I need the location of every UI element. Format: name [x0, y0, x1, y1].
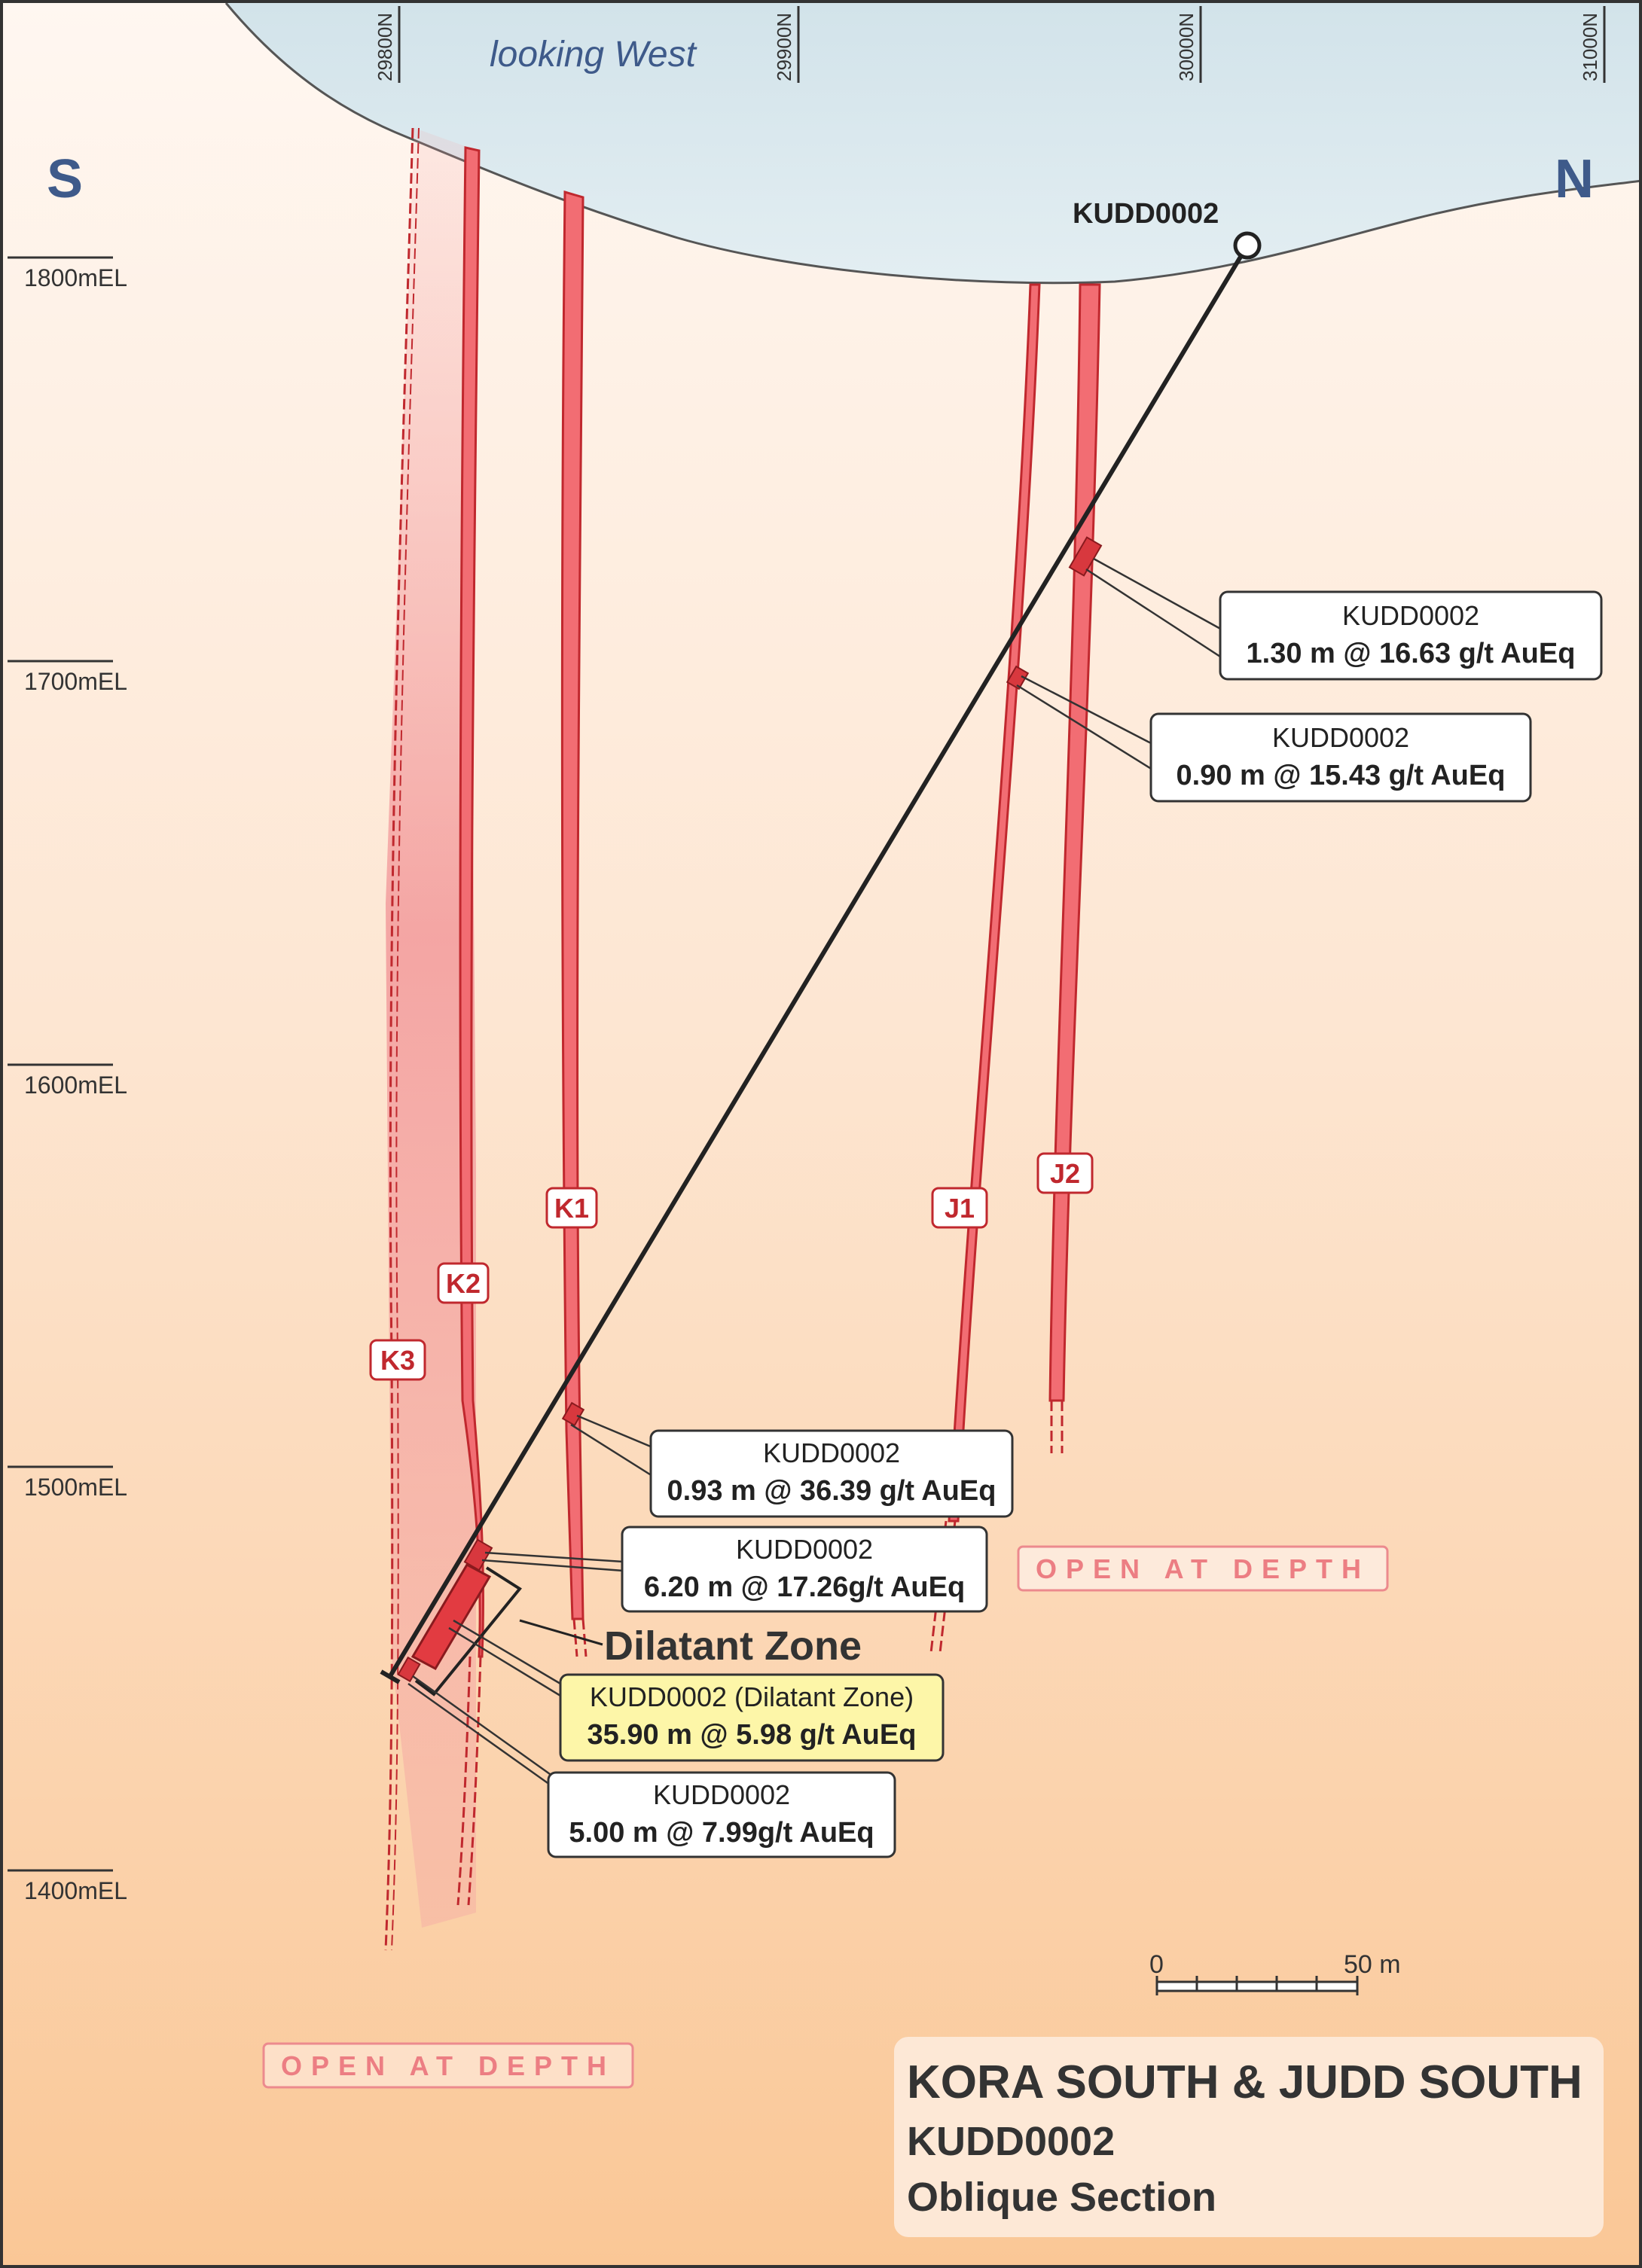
intercept-marker-1	[1068, 536, 1103, 577]
dilatant-zone-label: Dilatant Zone	[604, 1623, 862, 1669]
j2-vein-lower	[1050, 1401, 1064, 1453]
intercept-2-result: 0.90 m @ 15.43 g/t AuEq	[1177, 760, 1506, 791]
scale-bar-end: 50 m	[1344, 1950, 1401, 1979]
vein-label-j1-text: J1	[945, 1193, 975, 1224]
intercept-callout-4: KUDD0002 6.20 m @ 17.26g/t AuEq	[621, 1526, 988, 1613]
drill-hole-trace	[388, 244, 1250, 1678]
vein-label-k3: K3	[369, 1339, 426, 1381]
northing-label-30000: 30000N	[1175, 13, 1198, 81]
intercept-callout-5: KUDD0002 (Dilatant Zone) 35.90 m @ 5.98 …	[559, 1673, 945, 1762]
drill-hole-name: KUDD0002	[1073, 198, 1219, 230]
northing-ticks	[398, 6, 1606, 83]
intercept-3-hole: KUDD0002	[763, 1437, 900, 1468]
title-block	[894, 2037, 1604, 2237]
k3-vein-edge-right	[391, 127, 420, 1951]
scale-bar-start: 0	[1149, 1950, 1164, 1979]
open-at-depth-left-text: OPEN AT DEPTH	[281, 2050, 615, 2081]
k2-vein-lower-left	[456, 1656, 472, 1906]
intercept-marker-4	[463, 1538, 493, 1571]
vein-label-k1: K1	[545, 1187, 598, 1229]
intercept-marker-6	[397, 1656, 421, 1683]
intercept-callout-3: KUDD0002 0.93 m @ 36.39 g/t AuEq	[649, 1429, 1014, 1518]
k3-vein-edge-left	[384, 127, 414, 1951]
elevation-label-1600: 1600mEL	[24, 1072, 127, 1099]
elevation-ticks	[8, 256, 113, 1872]
vein-label-k1-text: K1	[554, 1193, 589, 1224]
intercept-callout-2: KUDD0002 0.90 m @ 15.43 g/t AuEq	[1149, 712, 1532, 803]
elevation-label-1700: 1700mEL	[24, 668, 127, 695]
intercept-1-result: 1.30 m @ 16.63 g/t AuEq	[1247, 638, 1576, 669]
vein-label-j2-text: J2	[1050, 1158, 1080, 1189]
open-at-depth-right-text: OPEN AT DEPTH	[1036, 1553, 1370, 1584]
intercept-2-hole: KUDD0002	[1272, 722, 1409, 753]
scale-bar	[1155, 1976, 1359, 1995]
south-label: S	[47, 149, 83, 209]
intercept-4-result: 6.20 m @ 17.26g/t AuEq	[644, 1571, 965, 1603]
north-label: N	[1555, 149, 1594, 209]
k2-vein-lower-right	[467, 1656, 482, 1906]
intercept-callout-6: KUDD0002 5.00 m @ 7.99g/t AuEq	[547, 1771, 896, 1858]
elevation-label-1400: 1400mEL	[24, 1877, 127, 1904]
sky-area	[226, 3, 1642, 283]
intercept-6-result: 5.00 m @ 7.99g/t AuEq	[569, 1817, 874, 1849]
drill-collar-icon[interactable]	[1233, 231, 1262, 260]
intercept-marker-2	[1006, 665, 1030, 690]
intercept-5-hole: KUDD0002 (Dilatant Zone)	[590, 1681, 914, 1712]
dilatant-zone-bracket	[414, 1566, 522, 1696]
dilatant-zone-interval	[410, 1563, 492, 1670]
title-line-1: KORA SOUTH & JUDD SOUTH	[907, 2056, 1582, 2108]
intercept-1-hole: KUDD0002	[1342, 600, 1479, 631]
open-at-depth-right: OPEN AT DEPTH	[1017, 1545, 1389, 1592]
vein-label-k3-text: K3	[380, 1345, 415, 1376]
intercept-6-hole: KUDD0002	[653, 1779, 790, 1810]
northing-label-31000: 31000N	[1579, 13, 1601, 81]
title-line-2: KUDD0002	[907, 2119, 1115, 2164]
vein-label-k2-text: K2	[446, 1268, 481, 1299]
northing-label-29800: 29800N	[374, 13, 396, 81]
drill-hole-end	[380, 1669, 401, 1684]
elevation-label-1800: 1800mEL	[24, 264, 127, 291]
dilatant-zone-leader	[519, 1619, 603, 1646]
intercept-callout-1: KUDD0002 1.30 m @ 16.63 g/t AuEq	[1219, 590, 1603, 681]
title-line-3: Oblique Section	[907, 2175, 1216, 2220]
intercept-5-result: 35.90 m @ 5.98 g/t AuEq	[588, 1719, 917, 1751]
vein-label-j2: J2	[1036, 1152, 1094, 1194]
looking-west-label: looking West	[490, 35, 697, 75]
open-at-depth-left: OPEN AT DEPTH	[262, 2042, 634, 2089]
topography-line	[224, 2, 1642, 285]
vein-label-k2: K2	[437, 1262, 490, 1304]
elevation-label-1500: 1500mEL	[24, 1474, 127, 1501]
k3-vein-halo	[386, 128, 476, 1928]
northing-label-29900: 29900N	[773, 13, 795, 81]
intercept-4-hole: KUDD0002	[736, 1534, 873, 1565]
vein-label-j1: J1	[931, 1187, 988, 1229]
intercept-3-result: 0.93 m @ 36.39 g/t AuEq	[667, 1475, 996, 1507]
